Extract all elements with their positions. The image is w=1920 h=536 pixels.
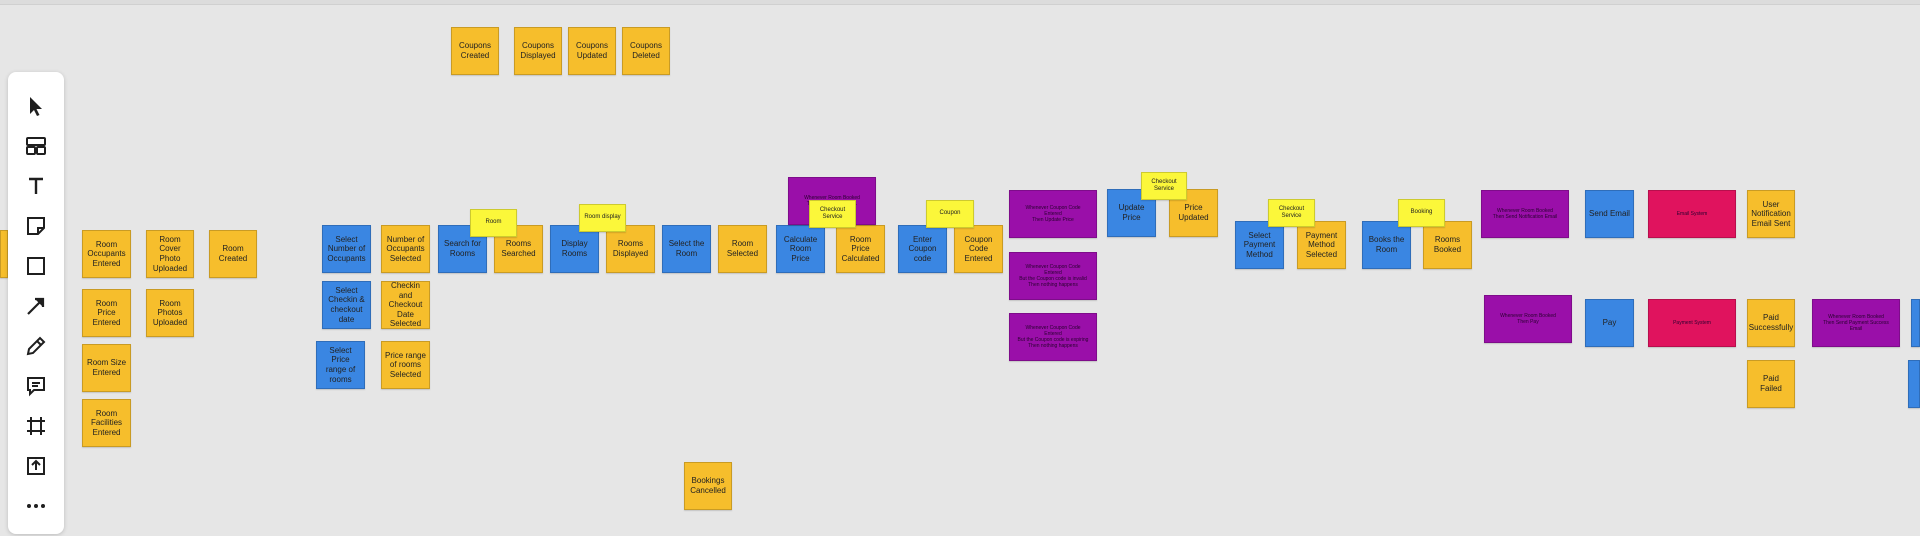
sticky-note-room-size-entered[interactable]: Room Size Entered [82, 344, 131, 392]
sticky-note-select-checkin-checkout-date[interactable]: Select Checkin & checkout date [322, 281, 371, 329]
sticky-note-room-photos-uploaded[interactable]: Room Photos Uploaded [146, 289, 194, 337]
text-tool[interactable] [16, 166, 56, 206]
sticky-note-policy-coupon-3[interactable]: Whenever Coupon Code Entered But the Cou… [1009, 313, 1097, 361]
sticky-note-payment-method-selected[interactable]: Payment Method Selected [1297, 221, 1346, 269]
sticky-note-policy-room-booked-pay[interactable]: Whenever Room Booked Then Pay [1484, 295, 1572, 343]
sticky-note-edge-command-1[interactable] [1911, 299, 1920, 347]
templates-tool[interactable] [16, 126, 56, 166]
templates-icon [26, 137, 46, 155]
comment-tool[interactable] [16, 366, 56, 406]
comment-icon [27, 377, 45, 397]
more-tool[interactable] [16, 486, 56, 526]
sticky-note-email-system[interactable]: Email System [1648, 190, 1736, 238]
sticky-note-icon [27, 217, 45, 235]
sticky-note-policy-room-booked-payment-success[interactable]: Whenever Room Booked Then Send Payment S… [1812, 299, 1900, 347]
sticky-note-paid-failed[interactable]: Paid Failed [1747, 360, 1795, 408]
left-toolbar [8, 72, 64, 534]
sticky-note-price-range-selected[interactable]: Price range of rooms Selected [381, 341, 430, 389]
sticky-note-select-payment-method[interactable]: Select Payment Method [1235, 221, 1284, 269]
sticky-note-select-the-room[interactable]: Select the Room [662, 225, 711, 273]
sticky-note-select-price-range[interactable]: Select Price range of rooms [316, 341, 365, 389]
sticky-note-room-created[interactable]: Room Created [209, 230, 257, 278]
sticky-note-number-of-occupants-selected[interactable]: Number of Occupants Selected [381, 225, 430, 273]
sticky-note-coupons-displayed[interactable]: Coupons Displayed [514, 27, 562, 75]
canvas-top-edge [0, 0, 1920, 5]
sticky-note-user-notification-email-sent[interactable]: User Notification Email Sent [1747, 190, 1795, 238]
sticky-note-room-display-label[interactable]: Room display [579, 204, 626, 232]
sticky-note-paid-successfully[interactable]: Paid Successfully [1747, 299, 1795, 347]
sticky-note-tool[interactable] [16, 206, 56, 246]
sticky-note-policy-coupon-1[interactable]: Whenever Coupon Code Entered Then Update… [1009, 190, 1097, 238]
sticky-note-select-number-of-occupants[interactable]: Select Number of Occupants [322, 225, 371, 273]
sticky-note-room-facilities-entered[interactable]: Room Facilities Entered [82, 399, 131, 447]
sticky-note-calculate-room-price[interactable]: Calculate Room Price [776, 225, 825, 273]
select-tool[interactable] [16, 86, 56, 126]
sticky-note-checkin-checkout-date-selected[interactable]: Checkin and Checkout Date Selected [381, 281, 430, 329]
sticky-note-payment-system[interactable]: Payment System [1648, 299, 1736, 347]
sticky-note-edge-command-2[interactable] [1908, 360, 1920, 408]
sticky-note-room-cover-photo-uploaded[interactable]: Room Cover Photo Uploaded [146, 230, 194, 278]
sticky-note-checkout-service-2[interactable]: Checkout Service [1141, 172, 1187, 200]
sticky-note-coupon-code-entered[interactable]: Coupon Code Entered [954, 225, 1003, 273]
sticky-note-room-occupants-entered[interactable]: Room Occupants Entered [82, 230, 131, 278]
pen-tool[interactable] [16, 326, 56, 366]
sticky-note-display-rooms[interactable]: Display Rooms [550, 225, 599, 273]
pen-icon [26, 336, 46, 356]
sticky-note-bookings-cancelled[interactable]: Bookings Cancelled [684, 462, 732, 510]
sticky-note-room-price-entered[interactable]: Room Price Entered [82, 289, 131, 337]
sticky-note-rooms-displayed[interactable]: Rooms Displayed [606, 225, 655, 273]
text-icon [29, 177, 43, 194]
sticky-note-room-selected[interactable]: Room Selected [718, 225, 767, 273]
frame-tool[interactable] [16, 406, 56, 446]
sticky-note-coupon-label[interactable]: Coupon [926, 200, 974, 228]
sticky-note-policy-coupon-2[interactable]: Whenever Coupon Code Entered But the Cou… [1009, 252, 1097, 300]
sticky-note-edge-partial[interactable] [0, 230, 8, 278]
sticky-note-send-email[interactable]: Send Email [1585, 190, 1634, 238]
sticky-note-room-price-calculated[interactable]: Room Price Calculated [836, 225, 885, 273]
sticky-note-enter-coupon-code[interactable]: Enter Coupon code [898, 225, 947, 273]
arrow-icon [27, 297, 45, 315]
sticky-note-pay[interactable]: Pay [1585, 299, 1634, 347]
sticky-note-coupons-created[interactable]: Coupons Created [451, 27, 499, 75]
sticky-note-booking-label[interactable]: Booking [1398, 199, 1445, 227]
connector-tool[interactable] [16, 286, 56, 326]
square-icon [27, 257, 45, 275]
sticky-note-policy-room-booked-email[interactable]: Whenever Room Booked Then Send Notificat… [1481, 190, 1569, 238]
sticky-note-rooms-booked[interactable]: Rooms Booked [1423, 221, 1472, 269]
sticky-note-room-label[interactable]: Room [470, 209, 517, 237]
shape-tool[interactable] [16, 246, 56, 286]
upload-tool[interactable] [16, 446, 56, 486]
upload-icon [27, 457, 45, 475]
cursor-icon [30, 97, 42, 116]
frame-icon [27, 417, 45, 435]
sticky-note-checkout-service-1[interactable]: Checkout Service [809, 200, 856, 228]
sticky-note-checkout-service-3[interactable]: Checkout Service [1268, 199, 1315, 227]
sticky-note-coupons-updated[interactable]: Coupons Updated [568, 27, 616, 75]
sticky-note-books-the-room[interactable]: Books the Room [1362, 221, 1411, 269]
sticky-note-coupons-deleted[interactable]: Coupons Deleted [622, 27, 670, 75]
more-icon [27, 504, 45, 508]
